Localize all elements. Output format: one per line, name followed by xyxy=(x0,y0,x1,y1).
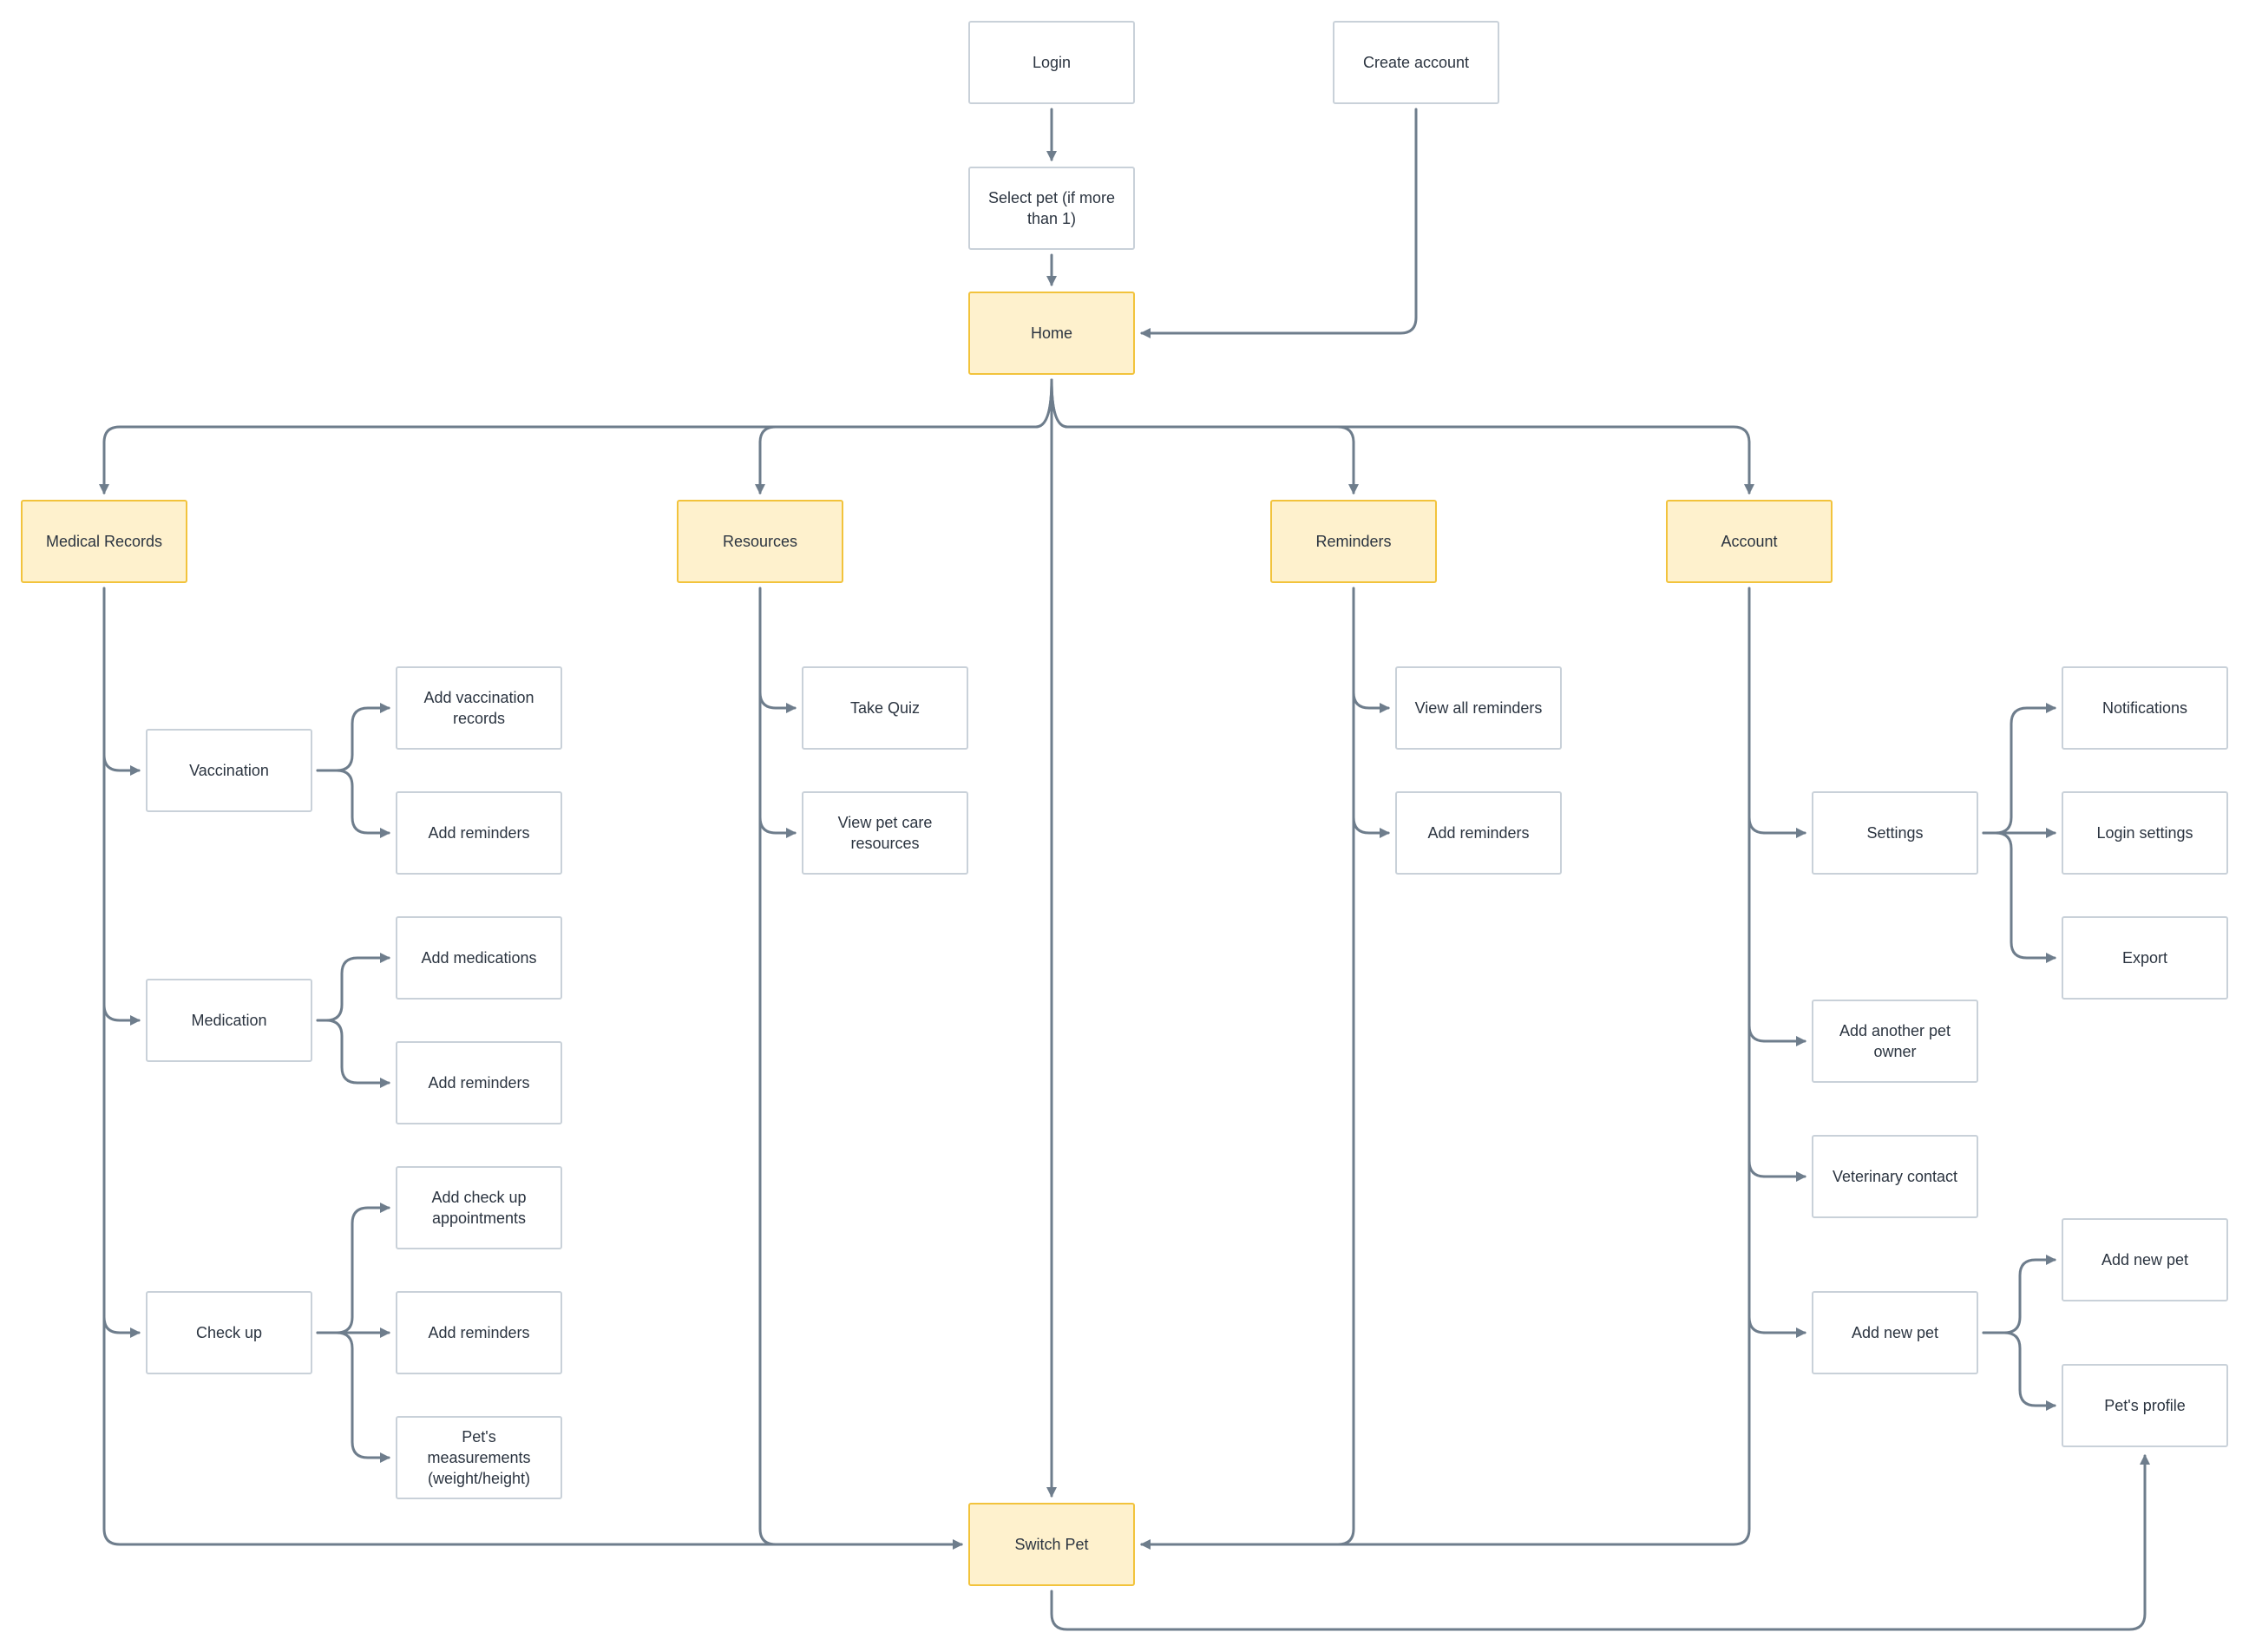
switch-pet-node[interactable]: Switch Pet xyxy=(968,1503,1135,1586)
pets-measurements-node[interactable]: Pet's measurements (weight/height) xyxy=(396,1416,562,1499)
medication-node[interactable]: Medication xyxy=(146,979,312,1062)
connector-arrow xyxy=(316,1331,390,1463)
connector-arrow xyxy=(316,1203,390,1334)
connector-arrow xyxy=(758,691,797,713)
connector-arrow xyxy=(1982,1255,2056,1334)
connector-arrow xyxy=(1140,587,1751,1546)
connector-arrow xyxy=(1982,1331,2056,1411)
connector-arrow xyxy=(1747,816,1806,838)
pets-profile-node[interactable]: Pet's profile xyxy=(2062,1364,2228,1447)
check-up-node[interactable]: Check up xyxy=(146,1291,312,1374)
account-add-new-pet-node[interactable]: Add new pet xyxy=(1812,1291,1978,1374)
add-checkup-appointments-node[interactable]: Add check up appointments xyxy=(396,1166,562,1249)
connector-arrow xyxy=(316,703,390,772)
add-another-pet-owner-node[interactable]: Add another pet owner xyxy=(1812,1000,1978,1083)
add-new-pet-node[interactable]: Add new pet xyxy=(2062,1218,2228,1301)
export-node[interactable]: Export xyxy=(2062,916,2228,1000)
connector-arrow xyxy=(758,587,963,1546)
connector-arrow xyxy=(102,753,141,776)
select-pet-node[interactable]: Select pet (if more than 1) xyxy=(968,167,1135,250)
connector-arrow xyxy=(1050,378,1754,495)
vaccination-add-reminders-node[interactable]: Add reminders xyxy=(396,791,562,875)
connector-arrow xyxy=(1982,703,2056,835)
connector-arrow xyxy=(1982,831,2056,963)
create-account-node[interactable]: Create account xyxy=(1333,21,1499,104)
login-node[interactable]: Login xyxy=(968,21,1135,104)
add-medications-node[interactable]: Add medications xyxy=(396,916,562,1000)
connector-arrow xyxy=(1352,691,1390,713)
reminders-add-reminders-node[interactable]: Add reminders xyxy=(1395,791,1562,875)
vaccination-node[interactable]: Vaccination xyxy=(146,729,312,812)
account-node[interactable]: Account xyxy=(1666,500,1833,583)
connector-arrow xyxy=(758,816,797,838)
home-node[interactable]: Home xyxy=(968,292,1135,375)
take-quiz-node[interactable]: Take Quiz xyxy=(802,666,968,750)
connector-arrow xyxy=(316,953,390,1022)
resources-node[interactable]: Resources xyxy=(677,500,843,583)
view-all-reminders-node[interactable]: View all reminders xyxy=(1395,666,1562,750)
medication-add-reminders-node[interactable]: Add reminders xyxy=(396,1041,562,1124)
login-settings-node[interactable]: Login settings xyxy=(2062,791,2228,875)
veterinary-contact-node[interactable]: Veterinary contact xyxy=(1812,1135,1978,1218)
connector-arrow xyxy=(1352,816,1390,838)
connector-arrow xyxy=(316,769,390,838)
connector-arrow xyxy=(1747,1024,1806,1046)
connector-arrow xyxy=(102,1315,141,1338)
connector-arrow xyxy=(316,1019,390,1088)
reminders-node[interactable]: Reminders xyxy=(1270,500,1437,583)
connector-arrow xyxy=(1747,1159,1806,1182)
connector-arrow xyxy=(1050,1454,2150,1631)
connector-arrow xyxy=(1140,108,1418,338)
connector-arrow xyxy=(102,587,963,1550)
add-vaccination-records-node[interactable]: Add vaccination records xyxy=(396,666,562,750)
connector-arrow xyxy=(1747,1315,1806,1338)
connector-arrow xyxy=(1140,587,1355,1550)
view-pet-care-resources-node[interactable]: View pet care resources xyxy=(802,791,968,875)
checkup-add-reminders-node[interactable]: Add reminders xyxy=(396,1291,562,1374)
connector-arrow xyxy=(755,378,1053,495)
notifications-node[interactable]: Notifications xyxy=(2062,666,2228,750)
connector-arrow xyxy=(1050,378,1359,495)
medical-records-node[interactable]: Medical Records xyxy=(21,500,187,583)
settings-node[interactable]: Settings xyxy=(1812,791,1978,875)
connector-arrow xyxy=(99,378,1053,495)
connector-arrow xyxy=(102,1003,141,1026)
